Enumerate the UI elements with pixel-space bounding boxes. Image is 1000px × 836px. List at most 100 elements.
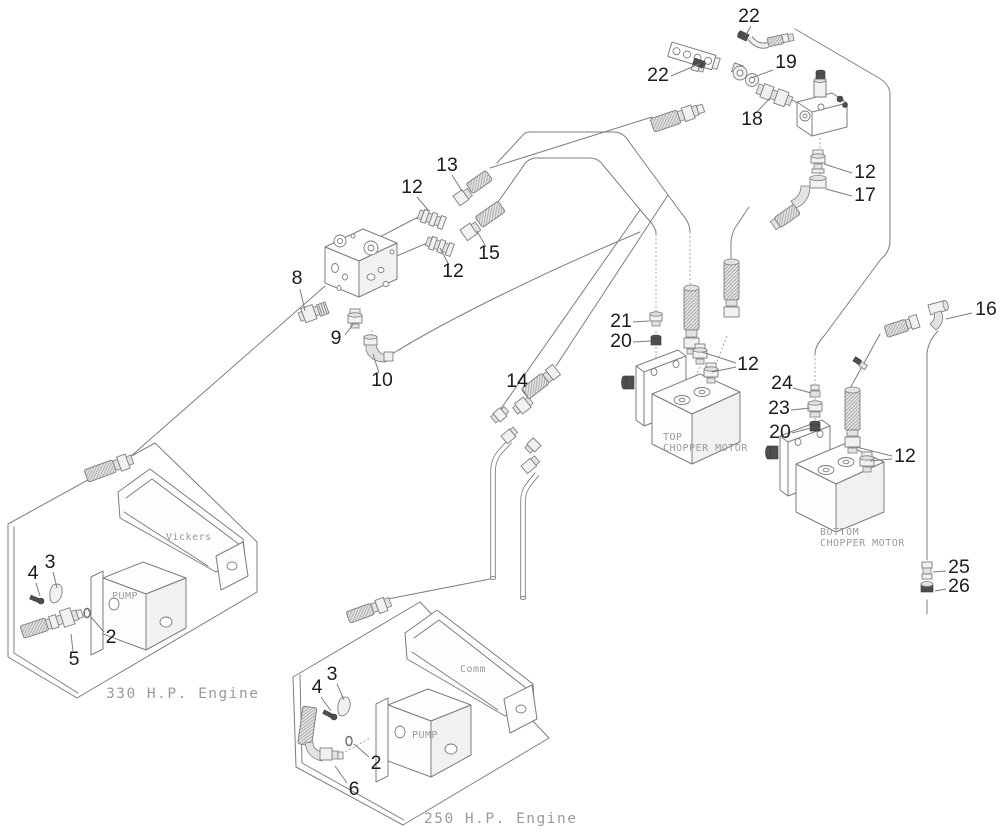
fitting-23: [807, 400, 823, 418]
engine-250-assembly: [292, 596, 550, 826]
callout-number: 14: [506, 370, 528, 392]
fitting-25: [921, 561, 933, 580]
callout-number: 9: [331, 327, 342, 349]
callout-number: 4: [28, 562, 39, 584]
callout-leader-line: [299, 288, 306, 312]
hose-end-manifold: [650, 103, 706, 133]
bolt-4-250: [322, 709, 338, 721]
callout-number: 8: [292, 267, 303, 289]
hose-line-to-14: [555, 194, 669, 367]
fitting-20-bottom: [809, 420, 821, 432]
callout-number: 26: [948, 575, 970, 597]
callout-17: 17: [825, 184, 876, 206]
callout-18: 18: [741, 97, 771, 130]
callout-leader-line: [353, 743, 370, 758]
callout-leader-line: [90, 616, 105, 633]
callout-number: 17: [854, 184, 876, 206]
bottom-motor-hose: [844, 386, 861, 454]
cap-26: [920, 581, 934, 593]
callout-leader-line: [701, 351, 737, 364]
hose-line-8-to-engine330: [129, 285, 326, 458]
hose-end-engine250: [346, 596, 393, 624]
hose-line-lower: [497, 157, 657, 235]
callout-leader-line: [344, 322, 355, 336]
callout-number: 3: [327, 663, 338, 685]
callout-leader-line: [476, 230, 487, 248]
fitting-5-330: [20, 607, 84, 639]
elbow-16: [884, 300, 949, 338]
callout-leader-line: [35, 582, 41, 597]
callout-number: 18: [741, 108, 763, 130]
hose-line-upper: [496, 131, 691, 233]
callout-number: 19: [775, 51, 797, 73]
o-ring-2-250: [345, 735, 353, 747]
callout-number: 24: [771, 372, 793, 394]
callout-22: 22: [738, 5, 760, 36]
steel-tube-assemblies: [489, 363, 562, 601]
callout-number: 20: [769, 421, 791, 443]
callout-leader-line: [745, 25, 752, 36]
callout-leader-line: [416, 196, 430, 212]
callout-number: 21: [610, 310, 632, 332]
elbow-17: [769, 174, 827, 231]
engine-250-boundary-inner: [299, 674, 405, 821]
top-motor-hose-left: [683, 284, 700, 355]
callout-leader-line: [755, 97, 771, 114]
callout-12: 12: [701, 351, 759, 375]
callout-16: 16: [945, 298, 997, 320]
clamp-3-330: [49, 583, 63, 604]
callout-number: 22: [738, 5, 760, 27]
hose-line-25-26: [926, 330, 939, 615]
callout-number: 12: [442, 260, 464, 282]
callout-leader-line: [792, 387, 812, 394]
fitting-12-topmotor-2: [703, 362, 719, 384]
right-fittings: [852, 300, 949, 593]
hose-line-right-boundary: [794, 28, 891, 355]
part-label: 330 H.P. Engine: [106, 686, 259, 702]
callout-number: 22: [647, 64, 669, 86]
fitting-9: [347, 308, 363, 329]
callout-leader-line: [670, 63, 700, 77]
callout-number: 23: [768, 397, 790, 419]
fitting-18: [755, 83, 794, 108]
callout-number: 16: [975, 298, 997, 320]
elbow-6-250: [297, 705, 344, 762]
part-label: Comm: [460, 664, 486, 675]
callout-number: 2: [106, 626, 117, 648]
fitting-12-topmotor-1: [692, 343, 708, 365]
callout-leader-line: [70, 633, 74, 652]
callout-number: 10: [371, 369, 393, 391]
callout-leader-line: [934, 588, 947, 592]
elbow-10: [363, 334, 394, 363]
callout-leader-line: [52, 571, 58, 589]
callout-21: 21: [610, 310, 650, 332]
callout-leader-line: [869, 458, 893, 462]
callout-8: 8: [292, 267, 306, 312]
callout-19: 19: [750, 51, 797, 79]
callout-number: 25: [948, 556, 970, 578]
steel-tube-left: [489, 406, 519, 581]
callout-number: 13: [436, 154, 458, 176]
callout-2: 2: [353, 743, 381, 774]
fitting-21: [649, 311, 663, 327]
callout-22: 22: [647, 63, 700, 86]
fitting-20-top: [650, 334, 662, 346]
callout-number: 12: [401, 176, 423, 198]
callout-leader-line: [372, 353, 380, 374]
callout-24: 24: [771, 372, 812, 394]
bolt-4-330: [29, 594, 45, 605]
engine-330-assembly: [7, 442, 258, 699]
callout-15: 15: [476, 230, 500, 264]
callout-2: 2: [90, 616, 117, 648]
callout-leader-line: [825, 188, 853, 197]
fitting-12-bottommotor-2: [859, 451, 875, 473]
top-motor-body: [651, 373, 741, 465]
part-label: BOTTOM: [820, 527, 859, 538]
callout-leader-line: [632, 320, 650, 323]
hose-end-engine330: [84, 453, 135, 483]
fitting-12-right: [810, 149, 826, 174]
hose-line-manifold: [489, 116, 653, 169]
fitting-24: [809, 384, 821, 398]
callout-leader-line: [823, 163, 853, 174]
pump-250: [375, 688, 472, 783]
